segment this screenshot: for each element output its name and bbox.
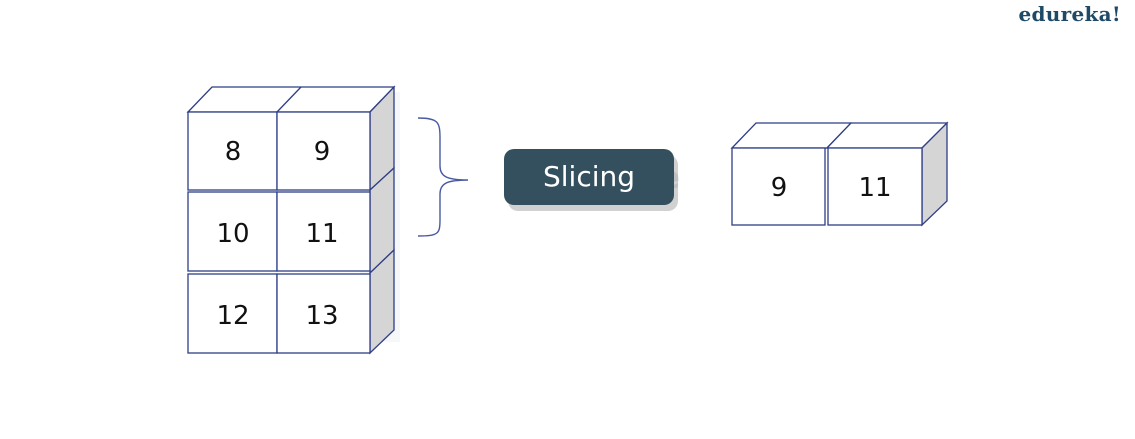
input-cell-8 <box>187 111 278 191</box>
output-cell-text: 9 <box>771 173 788 203</box>
input-cell-text: 13 <box>305 301 338 331</box>
output-cell-text: 11 <box>858 173 891 203</box>
slicing-operation-label: Slicing <box>504 149 678 211</box>
input-array-stack: 8 9 10 11 12 13 <box>186 85 396 355</box>
input-stack-top-face <box>186 86 396 113</box>
input-cell-13 <box>276 273 371 354</box>
output-cell-11 <box>827 147 923 226</box>
input-cell-text: 9 <box>314 137 331 167</box>
input-cell-9 <box>276 111 371 191</box>
input-cell-12 <box>187 273 278 354</box>
output-cell-9 <box>731 147 826 226</box>
input-cell-text: 12 <box>216 301 249 331</box>
input-cell-text: 8 <box>225 137 242 167</box>
input-cell-text: 10 <box>216 219 249 249</box>
output-array-row: 9 11 <box>730 121 949 227</box>
input-cell-text: 11 <box>305 219 338 249</box>
input-cell-11 <box>276 191 371 272</box>
slicing-label-text: Slicing <box>543 160 635 193</box>
slicing-label-box <box>504 149 674 205</box>
input-stack-top-divider <box>276 86 302 113</box>
selection-brace <box>417 117 469 237</box>
edureka-logo: edureka! <box>1018 2 1121 26</box>
